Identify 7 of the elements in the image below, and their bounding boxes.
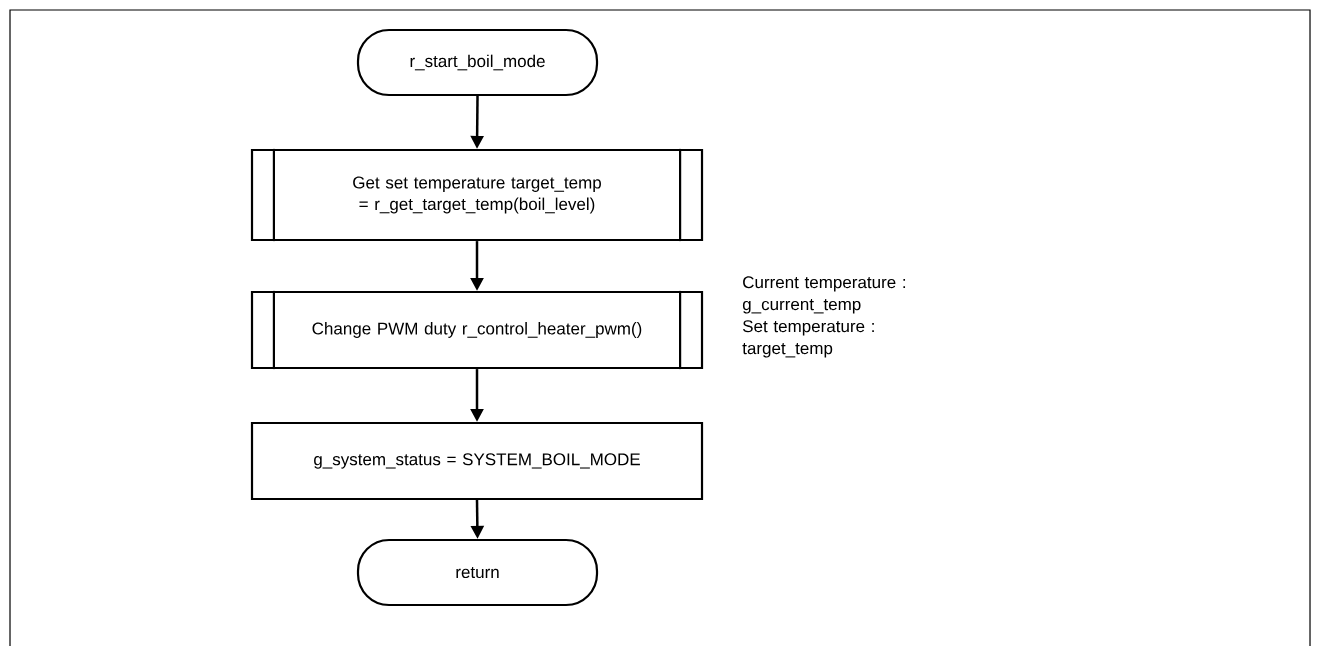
note-text: Set temperature : target_temp xyxy=(742,320,874,358)
subroutine-box: Get set temperature target_temp = r_get_target_temp(boil_level) xyxy=(250,148,704,242)
terminal-box: r_start_boil_mode xyxy=(356,28,599,97)
terminal-box: return xyxy=(356,538,599,607)
note-text: Current temperature : g_current_temp xyxy=(742,276,905,314)
process-box: g_system_status = SYSTEM_BOIL_MODE xyxy=(250,421,704,501)
subroutine-box: Change PWM duty r_control_heater_pwm() xyxy=(250,290,704,370)
